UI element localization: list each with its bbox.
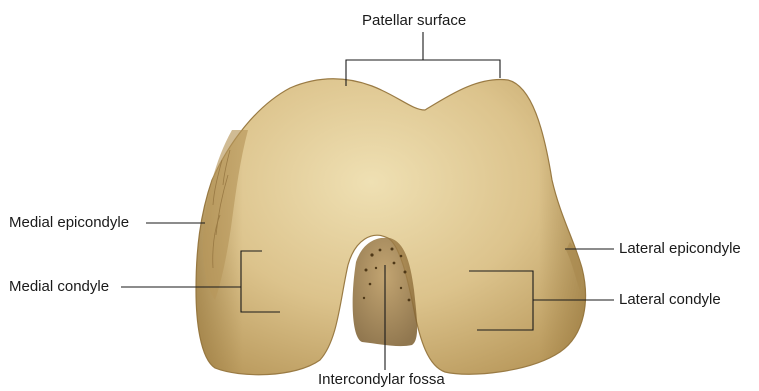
- label-intercondylar-fossa: Intercondylar fossa: [318, 371, 445, 389]
- label-patellar-surface: Patellar surface: [362, 12, 466, 30]
- label-medial-condyle: Medial condyle: [9, 278, 109, 296]
- patellar-surface-bracket: [346, 60, 500, 86]
- label-medial-epicondyle: Medial epicondyle: [9, 214, 129, 232]
- label-lateral-epicondyle: Lateral epicondyle: [619, 240, 741, 258]
- label-lateral-condyle: Lateral condyle: [619, 291, 721, 309]
